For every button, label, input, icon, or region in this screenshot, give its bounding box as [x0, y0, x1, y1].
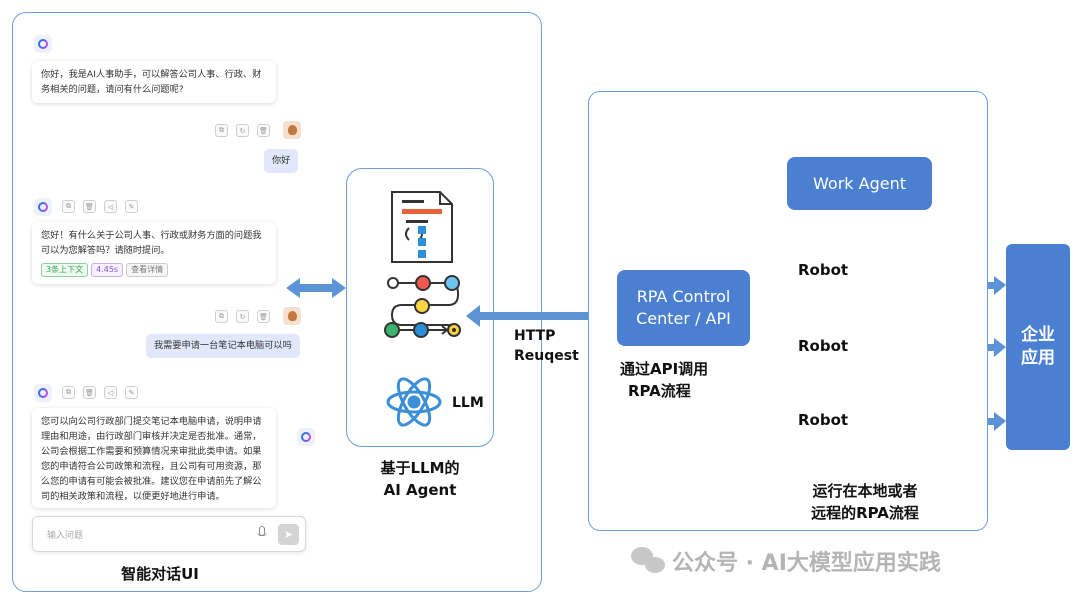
rpa-control-center-box: RPA Control Center / API	[617, 270, 750, 346]
send-button[interactable]: ➤	[278, 524, 299, 545]
workflow-icon	[384, 275, 461, 338]
refresh-icon[interactable]: ↻	[236, 124, 249, 137]
local-caption-line1: 运行在本地或者	[812, 482, 918, 500]
time-tag: 4.45s	[91, 263, 124, 277]
work-agent-label: Work Agent	[813, 174, 906, 193]
edit-icon[interactable]: ✎	[125, 386, 138, 399]
copy-icon[interactable]: ⧉	[215, 310, 228, 323]
rpa-control-center-line1: RPA Control	[636, 287, 731, 306]
agent-caption-line2: AI Agent	[383, 481, 457, 499]
reply-2-text: 您可以向公司行政部门提交笔记本电脑申请，说明申请理由和用途，由行政部门审核并决定…	[41, 416, 262, 502]
atom-icon	[386, 377, 442, 427]
reply-message-1: 您好！有什么关于公司人事、行政或财务方面的问题我可以为您解答吗？请随时提问。 3…	[32, 222, 276, 284]
details-tag[interactable]: 查看详情	[126, 263, 169, 277]
robot-label-2: Robot	[798, 337, 849, 355]
bot-avatar-floating	[297, 428, 315, 446]
refresh-icon[interactable]: ↻	[236, 310, 249, 323]
user-avatar	[283, 121, 301, 139]
speaker-icon[interactable]: ◁	[104, 386, 117, 399]
robot-label-1: Robot	[798, 261, 849, 279]
llm-label: LLM	[452, 395, 484, 411]
user-message-1: 你好	[264, 149, 299, 173]
work-agent-box: Work Agent	[787, 157, 932, 210]
edit-icon[interactable]: ✎	[125, 200, 138, 213]
user-avatar	[283, 307, 301, 325]
double-arrow-chat-agent	[286, 278, 346, 298]
enterprise-line1: 企业	[1021, 325, 1055, 345]
context-tag: 3条上下文	[41, 263, 89, 277]
delete-icon[interactable]: 🗑	[83, 386, 96, 399]
http-label-line2: Reuqest	[514, 348, 579, 364]
bot-avatar	[34, 384, 52, 402]
search-input[interactable]: 输入问题	[47, 531, 84, 541]
document-icon	[391, 191, 453, 263]
rpa-control-center-line2: Center / API	[636, 309, 731, 328]
greeting-message: 你好，我是AI人事助手，可以解答公司人事、行政、财务相关的问题，请问有什么问题呢…	[32, 61, 276, 103]
watermark: 公众号 · AI大模型应用实践	[672, 551, 941, 576]
delete-icon[interactable]: 🗑	[83, 200, 96, 213]
delete-icon[interactable]: 🗑	[257, 124, 270, 137]
rpa-caption-line2: RPA流程	[628, 382, 691, 400]
reply-1-text: 您好！有什么关于公司人事、行政或财务方面的问题我可以为您解答吗？请随时提问。	[41, 230, 262, 256]
http-label-line1: HTTP	[514, 328, 556, 344]
chat-input-box[interactable]: 输入问题 ➤	[32, 516, 306, 552]
delete-icon[interactable]: 🗑	[257, 310, 270, 323]
rpa-caption-line1: 通过API调用	[620, 360, 709, 378]
bot-avatar	[34, 35, 52, 53]
copy-icon[interactable]: ⧉	[62, 200, 75, 213]
enterprise-app-box: 企业 应用	[1006, 244, 1070, 450]
copy-icon[interactable]: ⧉	[215, 124, 228, 137]
microphone-icon[interactable]	[257, 526, 267, 542]
user-message-2: 我需要申请一台笔记本电脑可以吗	[146, 334, 300, 358]
robot-label-3: Robot	[798, 411, 849, 429]
bot-avatar	[34, 198, 52, 216]
copy-icon[interactable]: ⧉	[62, 386, 75, 399]
enterprise-line2: 应用	[1021, 348, 1055, 368]
agent-caption-line1: 基于LLM的	[380, 459, 460, 477]
speaker-icon[interactable]: ◁	[104, 200, 117, 213]
wechat-logo	[631, 547, 665, 573]
local-caption-line2: 远程的RPA流程	[811, 504, 919, 522]
chat-ui-caption: 智能对话UI	[121, 565, 199, 583]
reply-message-2: 您可以向公司行政部门提交笔记本电脑申请，说明申请理由和用途，由行政部门审核并决定…	[32, 408, 276, 508]
